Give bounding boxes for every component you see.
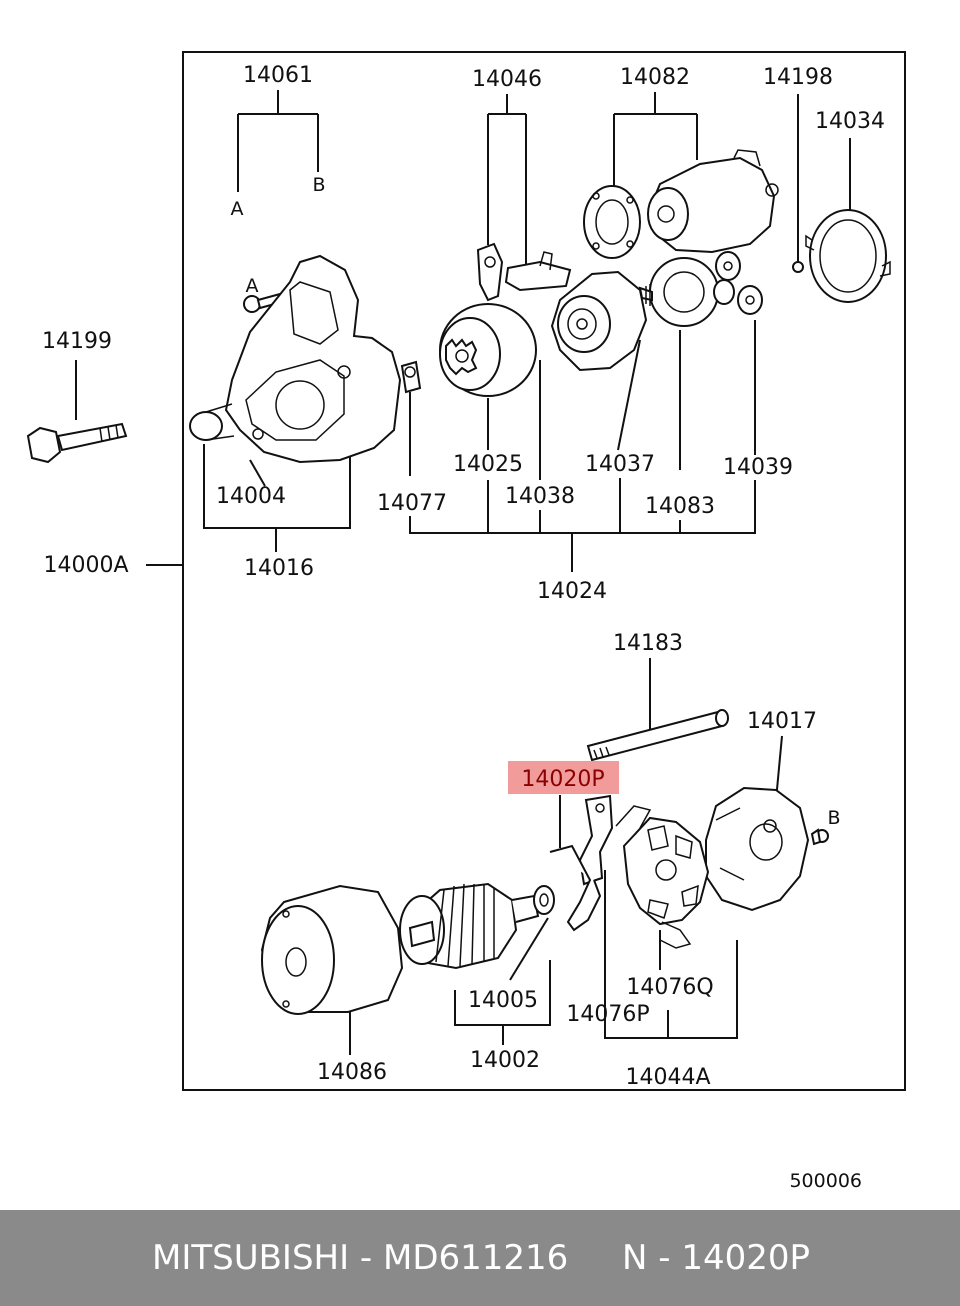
lever-14046 (476, 242, 572, 302)
brush-plate-14020P (549, 794, 652, 932)
diagram-frame (182, 51, 906, 1091)
label-14025: 14025 (453, 452, 523, 477)
label-14077: 14077 (377, 491, 447, 516)
label-14034: 14034 (815, 109, 885, 134)
ball-14198 (792, 261, 804, 273)
pin-14077 (400, 360, 422, 394)
label-14024: 14024 (537, 579, 607, 604)
label-14020P: 14020P (521, 767, 604, 792)
label-14037: 14037 (585, 452, 655, 477)
armature-14005 (399, 882, 555, 970)
solenoid-14082 (647, 149, 779, 254)
cover-14034 (805, 209, 891, 303)
label-14198: 14198 (763, 65, 833, 90)
reference-code: N - 14020P (622, 1238, 810, 1278)
label-14039: 14039 (723, 455, 793, 480)
label-14004: 14004 (216, 484, 286, 509)
bolt-14199 (26, 422, 128, 464)
label-14000A: 14000A (43, 553, 128, 578)
leader-lines (75, 90, 851, 1055)
label-14083: 14083 (645, 494, 715, 519)
part-labels: 14061 14046 14082 14198 14034 14199 1402… (42, 63, 885, 1192)
label-14005: 14005 (468, 988, 538, 1013)
label-14002: 14002 (470, 1048, 540, 1073)
part-info-footer: MITSUBISHI - MD611216 N - 14020P (0, 1210, 960, 1306)
front-housing (189, 254, 402, 464)
figure-code: 500006 (789, 1170, 862, 1192)
clutch-14025 (439, 303, 537, 397)
yoke-14086 (260, 884, 404, 1015)
screw-b (810, 828, 829, 846)
highlight-box (508, 761, 619, 794)
label-14086: 14086 (317, 1060, 387, 1085)
brand-part-number: MITSUBISHI - MD611216 (152, 1238, 569, 1278)
ref-a-upper: A (231, 198, 244, 220)
label-14038: 14038 (505, 484, 575, 509)
label-14082: 14082 (620, 65, 690, 90)
label-14046: 14046 (472, 67, 542, 92)
rear-bracket-14017 (705, 786, 810, 912)
plate-14038 (550, 270, 648, 372)
brush-holder-14076 (622, 816, 710, 949)
ref-a-lower: A (246, 275, 259, 297)
planet-gears-14039 (713, 251, 763, 315)
through-bolt-14183 (586, 709, 729, 762)
gear-14037 (638, 257, 719, 327)
label-14044A: 14044A (625, 1065, 710, 1090)
label-14016: 14016 (244, 556, 314, 581)
label-14017: 14017 (747, 709, 817, 734)
ref-b-upper: B (312, 174, 325, 196)
label-14076Q: 14076Q (626, 975, 713, 1000)
ref-b-lower: B (827, 807, 840, 829)
part-drawings (26, 149, 891, 1015)
label-14076P: 14076P (566, 1002, 649, 1027)
gasket-14082 (583, 185, 641, 259)
label-14199: 14199 (42, 329, 112, 354)
label-14061: 14061 (243, 63, 313, 88)
exploded-parts-diagram: 14061 14046 14082 14198 14034 14199 1402… (26, 51, 906, 1192)
label-14183: 14183 (613, 631, 683, 656)
